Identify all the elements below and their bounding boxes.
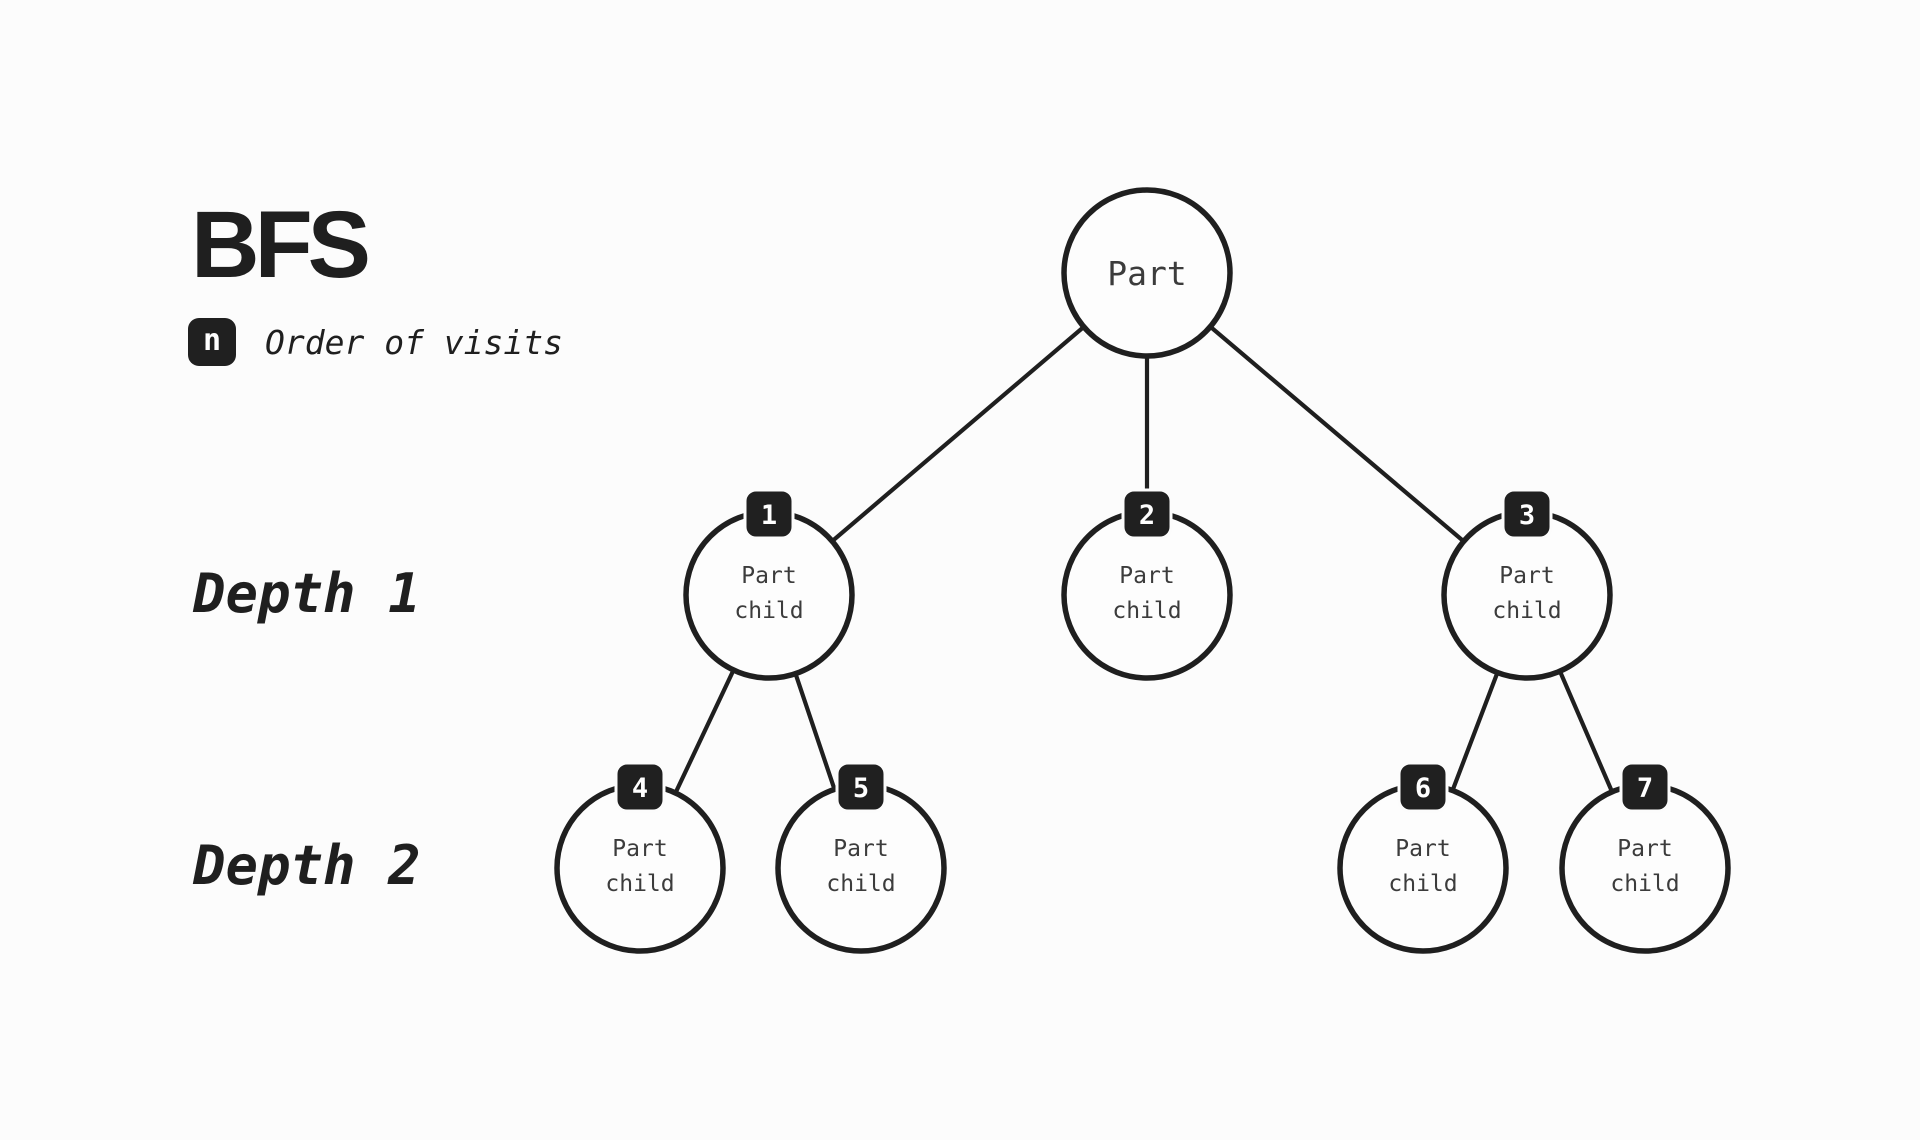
page-title: BFS [191, 192, 371, 298]
order-badge-7 [1619, 761, 1671, 813]
order-badge-number-6: 6 [1415, 773, 1431, 804]
depth-2-label: Depth 2 [193, 834, 421, 898]
order-badge-5 [835, 761, 887, 813]
tree-node-root [1061, 187, 1233, 359]
order-legend-label: Order of visits [265, 322, 564, 362]
order-badge-4 [614, 761, 666, 813]
order-badge-number-7: 7 [1637, 773, 1653, 804]
order-badge-2 [1121, 488, 1173, 540]
order-badge-number-5: 5 [853, 773, 869, 804]
order-badge-icon: n [188, 318, 236, 366]
order-badge-number-3: 3 [1519, 500, 1535, 531]
order-badge-number-4: 4 [632, 773, 648, 804]
order-badge-number-2: 2 [1139, 500, 1155, 531]
order-legend: n Order of visits [188, 318, 563, 366]
depth-1-label: Depth 1 [193, 562, 421, 626]
tree-node-label-root: Part [1107, 254, 1186, 293]
order-badge-number-1: 1 [761, 500, 777, 531]
order-badge-6 [1397, 761, 1449, 813]
order-badge-3 [1501, 488, 1553, 540]
order-badge-1 [743, 488, 795, 540]
